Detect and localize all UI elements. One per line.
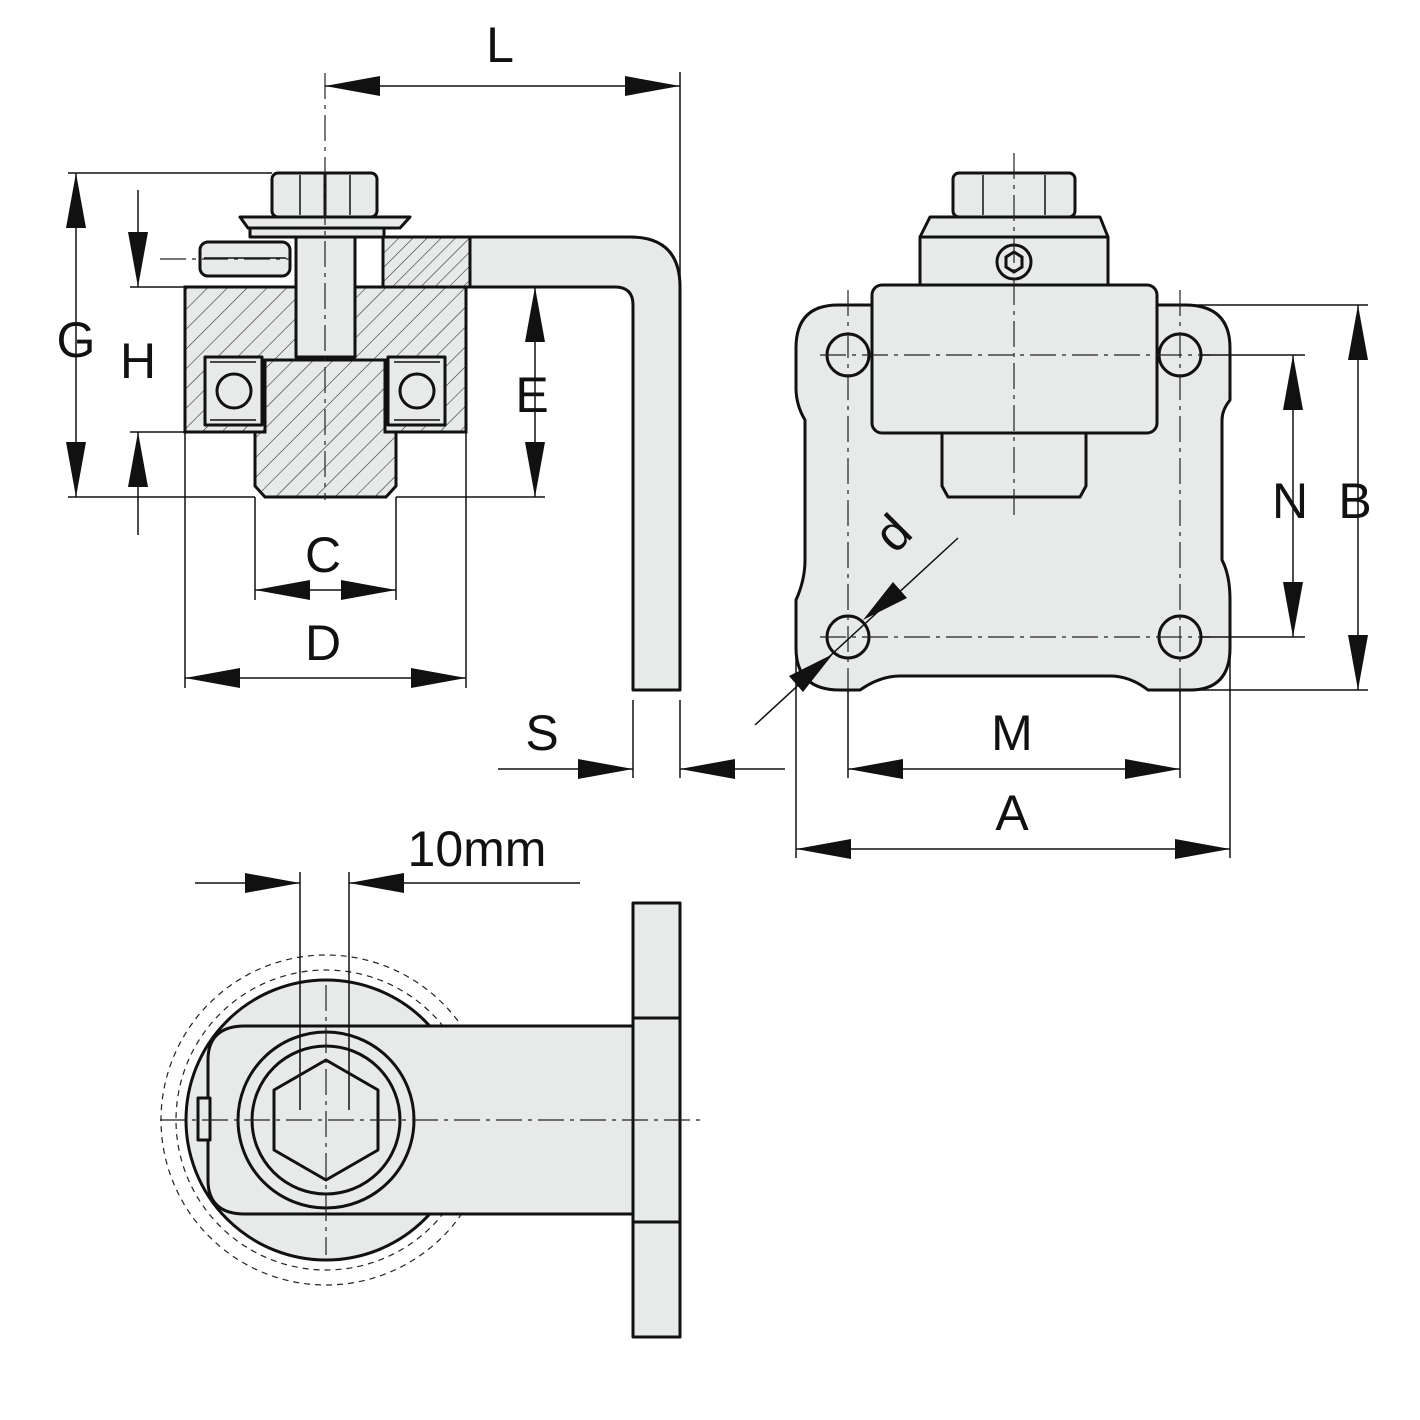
bearing-right — [386, 355, 447, 427]
label-N: N — [1272, 473, 1308, 529]
label-S: S — [525, 705, 558, 761]
label-A: A — [995, 785, 1029, 841]
set-screw-top — [196, 1096, 212, 1142]
bearing-left — [203, 355, 264, 427]
label-G: G — [57, 312, 96, 368]
label-H: H — [120, 333, 156, 389]
label-D: D — [305, 615, 341, 671]
label-B: B — [1338, 473, 1371, 529]
top-view — [160, 901, 705, 1339]
label-E: E — [515, 367, 548, 423]
bearing-ball-right — [398, 372, 436, 410]
bearing-ball-left — [215, 372, 253, 410]
label-10mm: 10mm — [408, 821, 547, 877]
label-L: L — [486, 17, 514, 73]
front-view — [794, 153, 1232, 700]
label-C: C — [305, 527, 341, 583]
side-section-view — [160, 73, 682, 692]
bracket-plate — [468, 235, 682, 692]
washer-lower — [248, 226, 386, 239]
plate-section — [381, 235, 472, 289]
dimensions — [66, 72, 1368, 1110]
label-M: M — [991, 705, 1033, 761]
